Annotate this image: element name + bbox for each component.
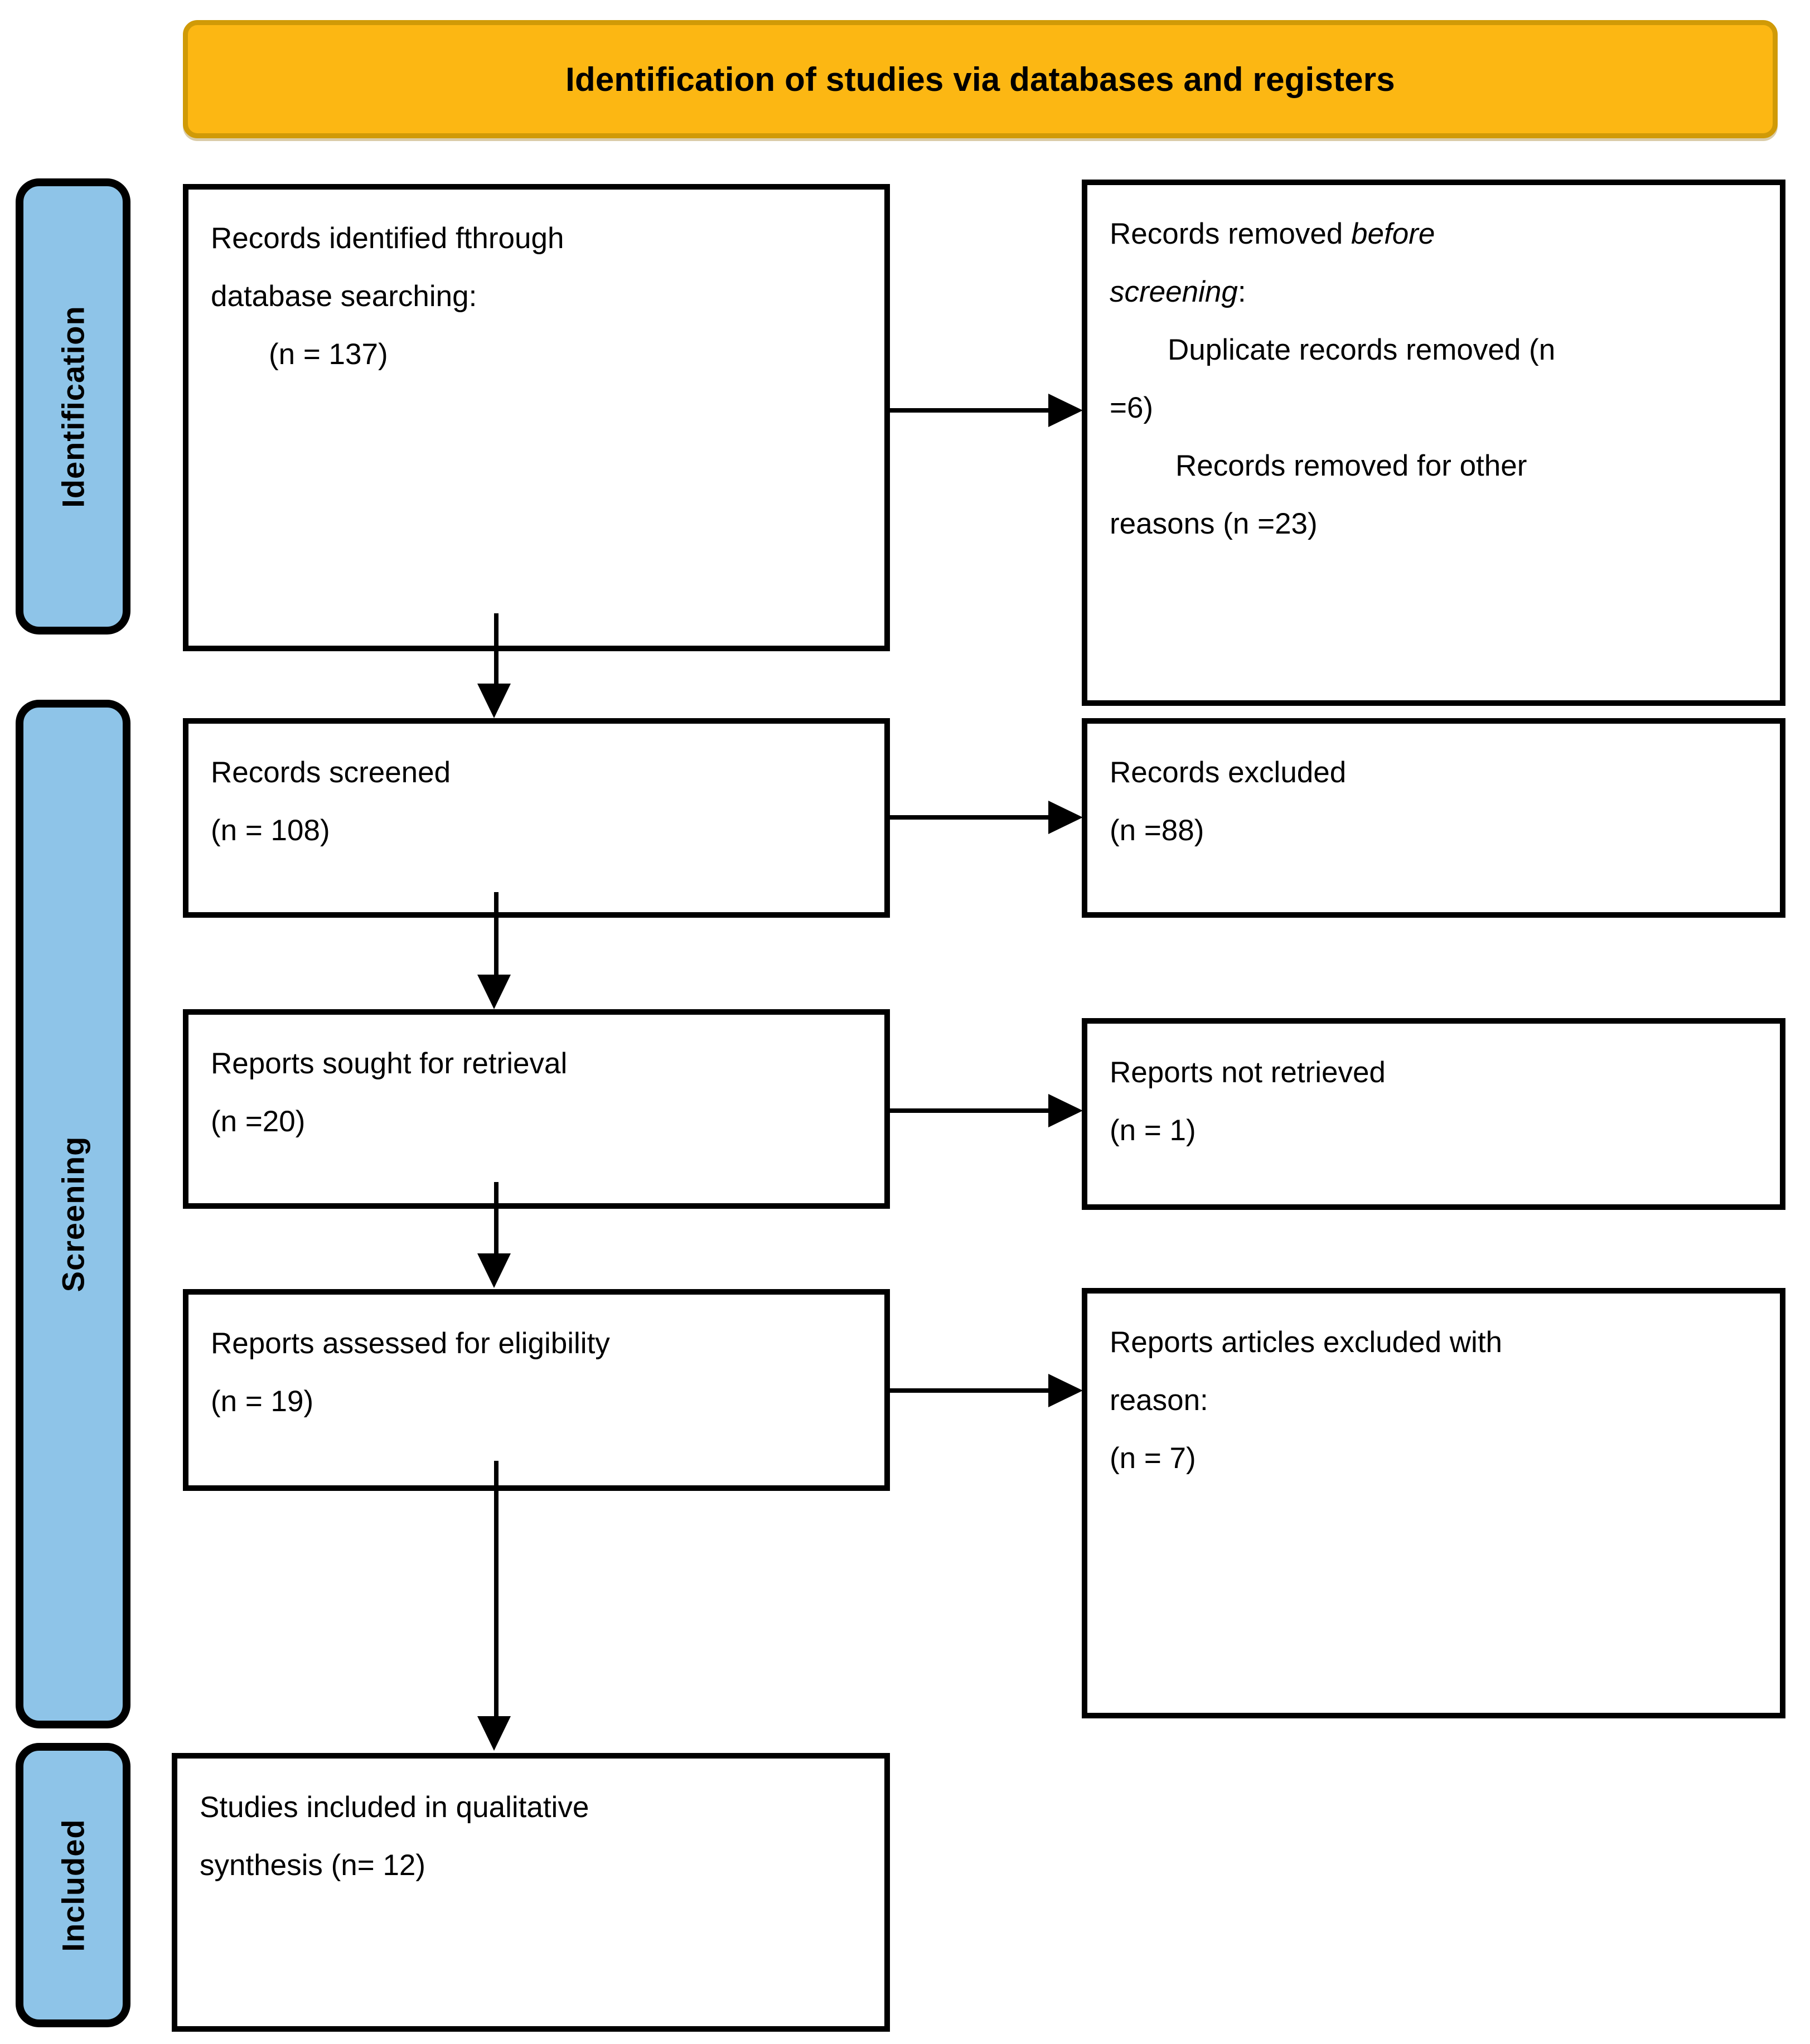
records-excluded-label: Records excluded bbox=[1110, 756, 1347, 789]
box-reports-excluded-with-reason: Reports articles excluded with reason: (… bbox=[1082, 1288, 1785, 1718]
records-removed-heading-italic-screening: screening bbox=[1110, 275, 1238, 308]
studies-included-line1: Studies included in qualitative bbox=[200, 1791, 589, 1824]
arrow-screened-to-sought-line bbox=[494, 892, 499, 977]
reports-not-retrieved-label: Reports not retrieved bbox=[1110, 1056, 1386, 1089]
records-identified-count: (n = 137) bbox=[269, 338, 388, 371]
arrow-assessed-to-included-head-icon bbox=[477, 1716, 511, 1751]
box-studies-included: Studies included in qualitative synthesi… bbox=[172, 1753, 890, 2032]
duplicate-records-removed-line2: =6) bbox=[1110, 391, 1154, 424]
arrow-screened-to-sought-head-icon bbox=[477, 975, 511, 1009]
box-records-identified: Records identified fthrough database sea… bbox=[183, 184, 890, 651]
reports-not-retrieved-count: (n = 1) bbox=[1110, 1114, 1196, 1147]
box-reports-sought-for-retrieval: Reports sought for retrieval (n =20) bbox=[183, 1009, 890, 1209]
box-reports-assessed-for-eligibility: Reports assessed for eligibility (n = 19… bbox=[183, 1289, 890, 1491]
arrow-identified-to-screened-head-icon bbox=[477, 684, 511, 718]
duplicate-records-removed-line1: Duplicate records removed (n bbox=[1168, 333, 1556, 366]
records-removed-heading-colon: : bbox=[1237, 275, 1246, 308]
stage-label-included-text: Included bbox=[55, 1818, 91, 1952]
records-removed-other-line2: reasons (n =23) bbox=[1110, 507, 1318, 540]
stage-label-identification-text: Identification bbox=[55, 305, 91, 508]
arrow-screened-to-excluded-line bbox=[890, 815, 1052, 820]
header-banner: Identification of studies via databases … bbox=[183, 20, 1778, 138]
stage-label-identification: Identification bbox=[16, 178, 130, 634]
stage-label-screening-text: Screening bbox=[55, 1136, 91, 1292]
arrow-assessed-to-exclreason-line bbox=[890, 1388, 1052, 1393]
records-removed-other-line1: Records removed for other bbox=[1175, 449, 1527, 482]
arrow-identified-to-removed-line bbox=[890, 408, 1052, 413]
reports-sought-label: Reports sought for retrieval bbox=[211, 1047, 568, 1080]
records-removed-heading-italic-before: before bbox=[1351, 217, 1435, 250]
box-records-excluded: Records excluded (n =88) bbox=[1082, 718, 1785, 918]
arrow-sought-to-assessed-head-icon bbox=[477, 1253, 511, 1288]
box-reports-not-retrieved: Reports not retrieved (n = 1) bbox=[1082, 1018, 1785, 1210]
arrow-screened-to-excluded-head-icon bbox=[1048, 801, 1083, 834]
records-removed-heading-line2: screening: bbox=[1110, 263, 1758, 321]
stage-label-screening: Screening bbox=[16, 700, 130, 1728]
arrow-identified-to-removed-head-icon bbox=[1048, 394, 1083, 427]
banner-title: Identification of studies via databases … bbox=[565, 60, 1395, 98]
box-records-screened: Records screened (n = 108) bbox=[183, 718, 890, 918]
records-screened-count: (n = 108) bbox=[211, 814, 330, 847]
stage-label-included: Included bbox=[16, 1743, 130, 2027]
arrow-sought-to-assessed-line bbox=[494, 1182, 499, 1256]
reports-excluded-reason-count: (n = 7) bbox=[1110, 1442, 1196, 1475]
records-excluded-count: (n =88) bbox=[1110, 814, 1204, 847]
arrow-assessed-to-exclreason-head-icon bbox=[1048, 1374, 1083, 1407]
studies-included-line2: synthesis (n= 12) bbox=[200, 1849, 426, 1882]
records-removed-heading-line1: Records removed before bbox=[1110, 205, 1758, 263]
records-removed-heading-a: Records removed bbox=[1110, 217, 1352, 250]
reports-excluded-reason-line1: Reports articles excluded with bbox=[1110, 1326, 1503, 1359]
records-identified-line2: database searching: bbox=[211, 280, 477, 313]
box-records-removed-before-screening: Records removed before screening: Duplic… bbox=[1082, 180, 1785, 706]
records-screened-label: Records screened bbox=[211, 756, 451, 789]
reports-sought-count: (n =20) bbox=[211, 1105, 306, 1138]
arrow-identified-to-screened-line bbox=[494, 613, 499, 687]
arrow-sought-to-notretrieved-head-icon bbox=[1048, 1094, 1083, 1127]
records-identified-line1: Records identified fthrough bbox=[211, 222, 564, 255]
reports-assessed-count: (n = 19) bbox=[211, 1385, 314, 1418]
reports-excluded-reason-line2: reason: bbox=[1110, 1384, 1208, 1417]
arrow-assessed-to-included-line bbox=[494, 1461, 499, 1718]
reports-assessed-label: Reports assessed for eligibility bbox=[211, 1327, 610, 1360]
arrow-sought-to-notretrieved-line bbox=[890, 1108, 1052, 1113]
